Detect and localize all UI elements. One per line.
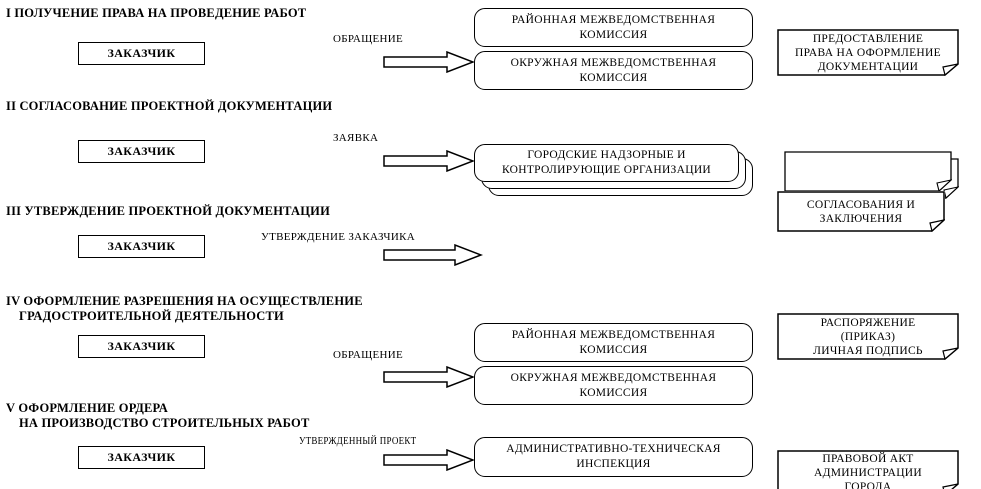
document-box-1-1[interactable]: ПРЕДОСТАВЛЕНИЕ ПРАВА НА ОФОРМЛЕНИЕ ДОКУМ… bbox=[777, 29, 959, 76]
arrow-label-2: ЗАЯВКА bbox=[333, 132, 378, 144]
doc-line: ПРАВА НА ОФОРМЛЕНИЕ bbox=[795, 46, 941, 59]
document-stack-mid-layer-2 bbox=[784, 151, 953, 193]
actor-label-3: ЗАКАЗЧИК bbox=[107, 239, 176, 253]
document-box-4-1-text: ПРАВОВОЙ АКТ АДМИНИСТРАЦИИ ГОРОДА bbox=[808, 452, 928, 489]
actor-box-5[interactable]: ЗАКАЗЧИК bbox=[78, 446, 205, 469]
actor-label-5: ЗАКАЗЧИК bbox=[107, 450, 176, 464]
arrow-label-5-text: УТВЕРЖДЕННЫЙ ПРОЕКТ bbox=[299, 435, 417, 447]
actor-box-3[interactable]: ЗАКАЗЧИК bbox=[78, 235, 205, 258]
actor-box-2[interactable]: ЗАКАЗЧИК bbox=[78, 140, 205, 163]
org-line: КОНТРОЛИРУЮЩИЕ ОРГАНИЗАЦИИ bbox=[501, 164, 712, 176]
arrow-label-4-text: ОБРАЩЕНИЕ bbox=[333, 349, 404, 361]
section-heading-2-line1: II СОГЛАСОВАНИЕ ПРОЕКТНОЙ ДОКУМЕНТАЦИИ bbox=[6, 99, 333, 113]
document-shape-icon bbox=[777, 450, 959, 489]
document-box-2-1-text: СОГЛАСОВАНИЯ И ЗАКЛЮЧЕНИЯ bbox=[801, 198, 921, 226]
doc-line: СОГЛАСОВАНИЯ И bbox=[806, 198, 916, 211]
org-box-1-2[interactable]: ОКРУЖНАЯ МЕЖВЕДОМСТВЕННАЯ КОМИССИЯ bbox=[474, 51, 753, 90]
section-heading-3: III УТВЕРЖДЕНИЕ ПРОЕКТНОЙ ДОКУМЕНТАЦИИ bbox=[6, 204, 330, 219]
section-heading-5-line2: НА ПРОИЗВОДСТВО СТРОИТЕЛЬНЫХ РАБОТ bbox=[19, 416, 310, 430]
section-heading-2: II СОГЛАСОВАНИЕ ПРОЕКТНОЙ ДОКУМЕНТАЦИИ bbox=[6, 99, 332, 114]
arrow-icon bbox=[383, 150, 475, 172]
doc-line: ЗАКЛЮЧЕНИЯ bbox=[819, 212, 903, 225]
arrow-label-1: ОБРАЩЕНИЕ bbox=[333, 33, 403, 45]
org-line: ОКРУЖНАЯ МЕЖВЕДОМСТВЕННАЯ bbox=[510, 371, 717, 384]
doc-line: ЛИЧНАЯ ПОДПИСЬ bbox=[813, 344, 923, 357]
actor-label-2: ЗАКАЗЧИК bbox=[107, 144, 176, 158]
org-box-1-1[interactable]: РАЙОННАЯ МЕЖВЕДОМСТВЕННАЯ КОМИССИЯ bbox=[474, 8, 753, 47]
arrow-label-5: УТВЕРЖДЕННЫЙ ПРОЕКТ bbox=[299, 435, 416, 447]
org-line: КОМИССИЯ bbox=[579, 386, 648, 399]
document-box-2-1[interactable]: СОГЛАСОВАНИЯ И ЗАКЛЮЧЕНИЯ bbox=[777, 191, 945, 232]
arrow-icon bbox=[383, 366, 475, 388]
org-box-5-1-text: АДМИНИСТРАТИВНО-ТЕХНИЧЕСКАЯ ИНСПЕКЦИЯ bbox=[506, 442, 721, 472]
org-line: ИНСПЕКЦИЯ bbox=[576, 458, 651, 470]
flow-arrow-1 bbox=[383, 51, 475, 73]
org-line: КОМИССИЯ bbox=[579, 28, 648, 41]
flow-arrow-5 bbox=[383, 449, 475, 471]
org-line: КОМИССИЯ bbox=[579, 343, 648, 356]
section-heading-5-line1: V ОФОРМЛЕНИЕ ОРДЕРА bbox=[6, 401, 168, 415]
section-heading-1: I ПОЛУЧЕНИЕ ПРАВА НА ПРОВЕДЕНИЕ РАБОТ bbox=[6, 6, 306, 21]
org-box-2-1-text: ГОРОДСКИЕ НАДЗОРНЫЕ И КОНТРОЛИРУЮЩИЕ ОРГ… bbox=[502, 148, 711, 178]
org-box-1-1-text: РАЙОННАЯ МЕЖВЕДОМСТВЕННАЯ КОМИССИЯ bbox=[512, 13, 715, 43]
document-box-3-1[interactable]: РАСПОРЯЖЕНИЕ (ПРИКАЗ) ЛИЧНАЯ ПОДПИСЬ bbox=[777, 313, 959, 360]
arrow-label-1-text: ОБРАЩЕНИЕ bbox=[333, 33, 404, 45]
org-line: АДМИНИСТРАТИВНО-ТЕХНИЧЕСКАЯ bbox=[506, 443, 721, 455]
section-heading-4-line2: ГРАДОСТРОИТЕЛЬНОЙ ДЕЯТЕЛЬНОСТИ bbox=[19, 309, 284, 323]
flow-arrow-3 bbox=[383, 244, 483, 266]
org-box-2-1[interactable]: ГОРОДСКИЕ НАДЗОРНЫЕ И КОНТРОЛИРУЮЩИЕ ОРГ… bbox=[474, 144, 739, 182]
arrow-icon bbox=[383, 449, 475, 471]
actor-box-1[interactable]: ЗАКАЗЧИК bbox=[78, 42, 205, 65]
document-box-3-1-text: РАСПОРЯЖЕНИЕ (ПРИКАЗ) ЛИЧНАЯ ПОДПИСЬ bbox=[807, 316, 929, 358]
doc-line: ГОРОДА bbox=[844, 481, 892, 489]
document-shape-icon bbox=[777, 29, 959, 76]
doc-line: ПРАВОВОЙ АКТ bbox=[822, 453, 914, 465]
flow-arrow-2 bbox=[383, 150, 475, 172]
doc-line: ПРЕДОСТАВЛЕНИЕ bbox=[812, 32, 924, 45]
flow-arrow-4 bbox=[383, 366, 475, 388]
org-line: РАЙОННАЯ МЕЖВЕДОМСТВЕННАЯ bbox=[511, 13, 716, 26]
arrow-label-4: ОБРАЩЕНИЕ bbox=[333, 349, 403, 361]
arrow-label-3-text: УТВЕРЖДЕНИЕ ЗАКАЗЧИКА bbox=[261, 231, 415, 243]
arrow-label-2-text: ЗАЯВКА bbox=[333, 132, 379, 144]
document-shape-icon bbox=[777, 313, 959, 360]
arrow-icon bbox=[383, 51, 475, 73]
section-heading-3-line1: III УТВЕРЖДЕНИЕ ПРОЕКТНОЙ ДОКУМЕНТАЦИИ bbox=[6, 204, 331, 218]
org-box-1-2-text: ОКРУЖНАЯ МЕЖВЕДОМСТВЕННАЯ КОМИССИЯ bbox=[511, 56, 717, 86]
document-shape-icon bbox=[784, 151, 953, 193]
section-heading-1-line1: I ПОЛУЧЕНИЕ ПРАВА НА ПРОВЕДЕНИЕ РАБОТ bbox=[6, 6, 307, 20]
org-box-4-2-text: ОКРУЖНАЯ МЕЖВЕДОМСТВЕННАЯ КОМИССИЯ bbox=[511, 371, 717, 401]
org-line: КОМИССИЯ bbox=[579, 71, 648, 84]
section-heading-5: V ОФОРМЛЕНИЕ ОРДЕРА НА ПРОИЗВОДСТВО СТРО… bbox=[6, 401, 310, 431]
document-shape-icon bbox=[777, 191, 945, 232]
org-line: ОКРУЖНАЯ МЕЖВЕДОМСТВЕННАЯ bbox=[510, 56, 717, 69]
document-box-1-1-text: ПРЕДОСТАВЛЕНИЕ ПРАВА НА ОФОРМЛЕНИЕ ДОКУМ… bbox=[789, 32, 947, 74]
doc-line: ДОКУМЕНТАЦИИ bbox=[817, 60, 919, 73]
doc-line: РАСПОРЯЖЕНИЕ bbox=[820, 316, 916, 329]
org-box-5-1[interactable]: АДМИНИСТРАТИВНО-ТЕХНИЧЕСКАЯ ИНСПЕКЦИЯ bbox=[474, 437, 753, 477]
org-box-4-1[interactable]: РАЙОННАЯ МЕЖВЕДОМСТВЕННАЯ КОМИССИЯ bbox=[474, 323, 753, 362]
org-line: ГОРОДСКИЕ НАДЗОРНЫЕ И bbox=[527, 149, 686, 161]
org-box-4-1-text: РАЙОННАЯ МЕЖВЕДОМСТВЕННАЯ КОМИССИЯ bbox=[512, 328, 715, 358]
org-box-4-2[interactable]: ОКРУЖНАЯ МЕЖВЕДОМСТВЕННАЯ КОМИССИЯ bbox=[474, 366, 753, 405]
actor-box-4[interactable]: ЗАКАЗЧИК bbox=[78, 335, 205, 358]
org-line: РАЙОННАЯ МЕЖВЕДОМСТВЕННАЯ bbox=[511, 328, 716, 341]
arrow-label-3: УТВЕРЖДЕНИЕ ЗАКАЗЧИКА bbox=[261, 231, 415, 243]
actor-label-1: ЗАКАЗЧИК bbox=[107, 46, 176, 60]
arrow-icon bbox=[383, 244, 483, 266]
actor-label-4: ЗАКАЗЧИК bbox=[107, 339, 176, 353]
section-heading-4-line1: IV ОФОРМЛЕНИЕ РАЗРЕШЕНИЯ НА ОСУЩЕСТВЛЕНИ… bbox=[6, 294, 363, 308]
doc-line: (ПРИКАЗ) bbox=[840, 330, 896, 343]
section-heading-4: IV ОФОРМЛЕНИЕ РАЗРЕШЕНИЯ НА ОСУЩЕСТВЛЕНИ… bbox=[6, 294, 363, 324]
document-box-4-1[interactable]: ПРАВОВОЙ АКТ АДМИНИСТРАЦИИ ГОРОДА bbox=[777, 450, 959, 489]
doc-line: АДМИНИСТРАЦИИ bbox=[813, 467, 923, 479]
